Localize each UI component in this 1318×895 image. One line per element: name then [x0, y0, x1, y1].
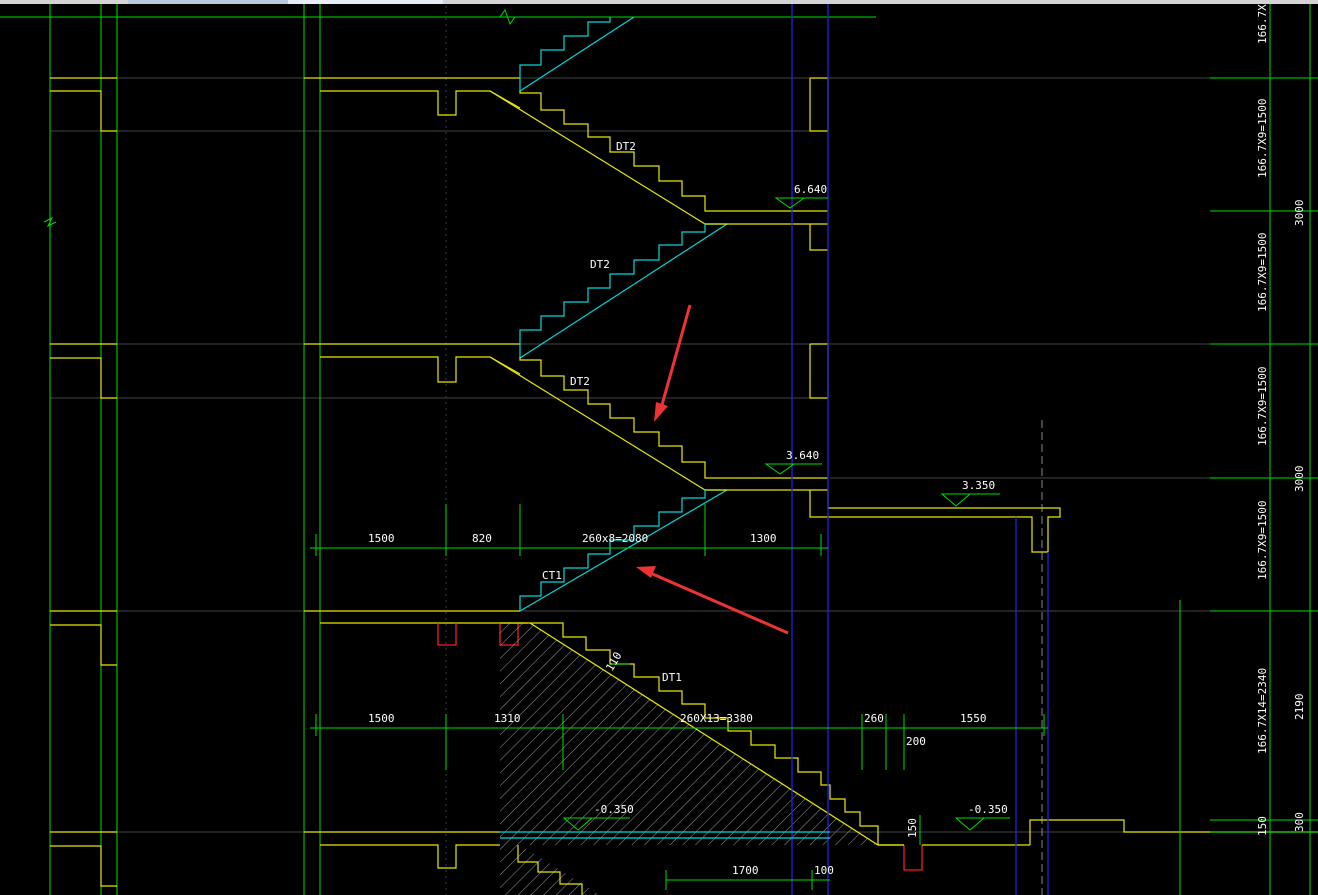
dim-200: 200	[906, 735, 926, 748]
vdim-3: 166.7X9=1500	[1256, 233, 1269, 312]
slab-thickness-110: 110	[603, 650, 624, 674]
dim-1310: 1310	[494, 712, 521, 725]
stair-labels: DT2 DT2 DT2 CT1 DT1	[542, 140, 682, 684]
vdim-5: 166.7X9=1500	[1256, 501, 1269, 580]
total-2190: 2190	[1293, 694, 1306, 721]
dim-1550: 1550	[960, 712, 987, 725]
window-top-strip	[0, 0, 1318, 4]
stair-flight-middle-descending	[489, 356, 828, 491]
label-dt1: DT1	[662, 671, 682, 684]
vdim-7: 150	[1256, 816, 1269, 836]
dimension-line-row1	[310, 504, 828, 556]
elevation-labels: 6.640 3.640 3.350 -0.350 -0.350	[594, 183, 1008, 816]
right-total-dimension-labels: 3000 3000 2190 300	[1293, 200, 1306, 833]
elevation-minus-0-350-left: -0.350	[594, 803, 634, 816]
dimension-labels-row1: 1500 820 260x8=2080 1300	[368, 532, 777, 545]
dim-260x8: 260x8=2080	[582, 532, 648, 545]
label-dt2-lower: DT2	[570, 375, 590, 388]
vdim-6: 166.7X14=2340	[1256, 668, 1269, 754]
dim-1300: 1300	[750, 532, 777, 545]
left-floor-slabs	[50, 77, 117, 887]
dim-260: 260	[864, 712, 884, 725]
dim-820: 820	[472, 532, 492, 545]
stair-flight-upper-ascending	[519, 16, 635, 92]
label-ct1: CT1	[542, 569, 562, 582]
drawing-tab[interactable]	[128, 0, 288, 4]
cad-drawing-canvas[interactable]: DT2 DT2 DT2 CT1 DT1 6.640 3.640 3.350 -0…	[0, 4, 1318, 895]
dimension-labels-row2: 1500 1310 260X13=3380 260 200 1550	[368, 712, 987, 748]
dim-150-vertical: 150	[906, 818, 919, 838]
stair-flight-dt1	[500, 622, 904, 895]
elevation-3-640: 3.640	[786, 449, 819, 462]
vdim-2: 166.7X9=1500	[1256, 99, 1269, 178]
total-300: 300	[1293, 812, 1306, 832]
stair-flight-middle-ascending	[519, 223, 828, 359]
total-3000-lower: 3000	[1293, 466, 1306, 493]
total-3000-upper: 3000	[1293, 200, 1306, 227]
label-dt2-middle: DT2	[590, 258, 610, 271]
landing-slabs	[304, 77, 528, 869]
drawing-tab-active[interactable]	[288, 0, 443, 4]
dim-1500-b: 1500	[368, 712, 395, 725]
annotation-arrows	[636, 304, 789, 635]
stair-flight-ct1	[519, 489, 828, 612]
right-vertical-dimension-labels: 166.7X9= 166.7X9=1500 166.7X9=1500 166.7…	[1256, 4, 1269, 836]
vdim-4: 166.7X9=1500	[1256, 367, 1269, 446]
dim-100: 100	[814, 864, 834, 877]
dim-1500-a: 1500	[368, 532, 395, 545]
elevation-6-640: 6.640	[794, 183, 827, 196]
floor-reference-lines	[50, 4, 1318, 895]
elevation-minus-0-350-right: -0.350	[968, 803, 1008, 816]
stair-flight-upper-descending	[489, 90, 828, 225]
elevation-3-350: 3.350	[962, 479, 995, 492]
right-dimension-rails	[1179, 4, 1318, 895]
vdim-1: 166.7X9=	[1256, 4, 1269, 44]
label-dt2-upper: DT2	[616, 140, 636, 153]
dimension-line-bottom	[612, 663, 921, 890]
dim-1700: 1700	[732, 864, 759, 877]
dim-260x13: 260X13=3380	[680, 712, 753, 725]
axis-lines	[500, 4, 1049, 895]
elevation-markers	[562, 197, 1010, 831]
dimension-line-row2	[310, 714, 1048, 770]
